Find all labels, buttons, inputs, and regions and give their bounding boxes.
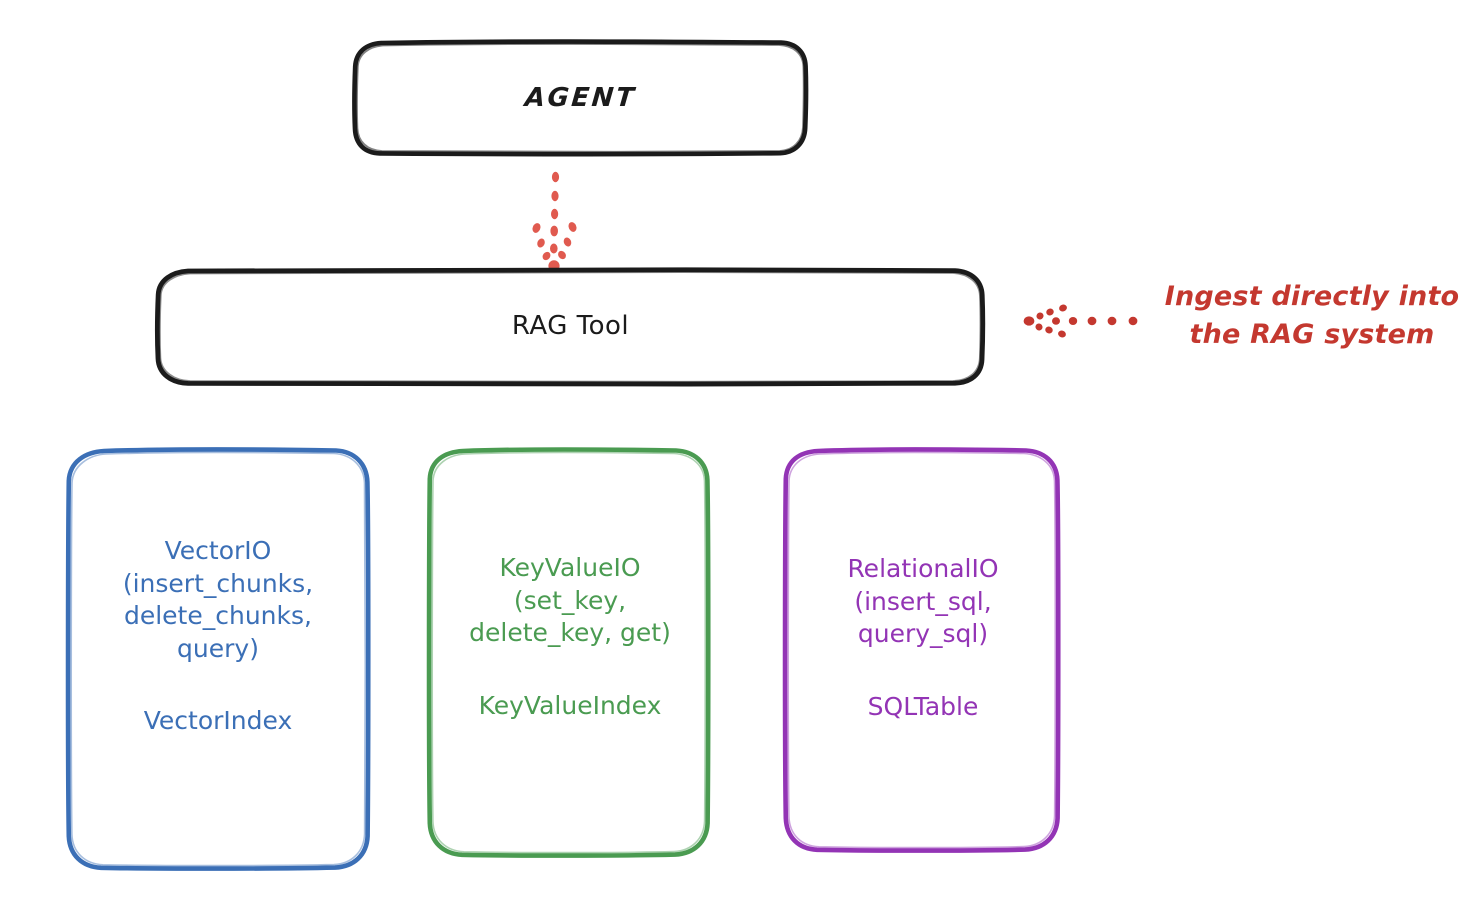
keyvalue-box-outline (426, 447, 711, 858)
relational-box-outline (782, 447, 1061, 853)
relational-io-node[interactable]: RelationalIO (insert_sql, query_sql) SQL… (785, 449, 1061, 850)
rag-tool-node[interactable]: RAG Tool (157, 269, 984, 383)
vector-io-node[interactable]: VectorIO (insert_chunks, delete_chunks, … (67, 449, 369, 869)
agent-node[interactable]: AGENT (355, 41, 807, 154)
ingest-to-rag-arrow (1023, 304, 1138, 338)
agent-label: AGENT (524, 82, 638, 113)
vector-io-api-label: VectorIO (insert_chunks, delete_chunks, … (122, 536, 314, 663)
relational-io-api-label: RelationalIO (insert_sql, query_sql) (847, 554, 999, 648)
vector-box-outline (65, 447, 371, 871)
rag-tool-box-outline (155, 267, 986, 387)
rag-tool-label: RAG Tool (511, 311, 630, 341)
agent-to-rag-arrow (532, 171, 577, 272)
keyvalue-io-node[interactable]: KeyValueIO (set_key, delete_key, get) Ke… (429, 449, 711, 855)
agent-box-outline (352, 39, 809, 157)
vector-index-label: VectorIndex (143, 706, 293, 735)
ingest-annotation-text: Ingest directly into the RAG system (1164, 281, 1460, 351)
keyvalue-index-label: KeyValueIndex (478, 690, 662, 720)
sql-table-label: SQLTable (867, 691, 979, 721)
keyvalue-io-api-label: KeyValueIO (set_key, delete_key, get) (469, 553, 671, 647)
